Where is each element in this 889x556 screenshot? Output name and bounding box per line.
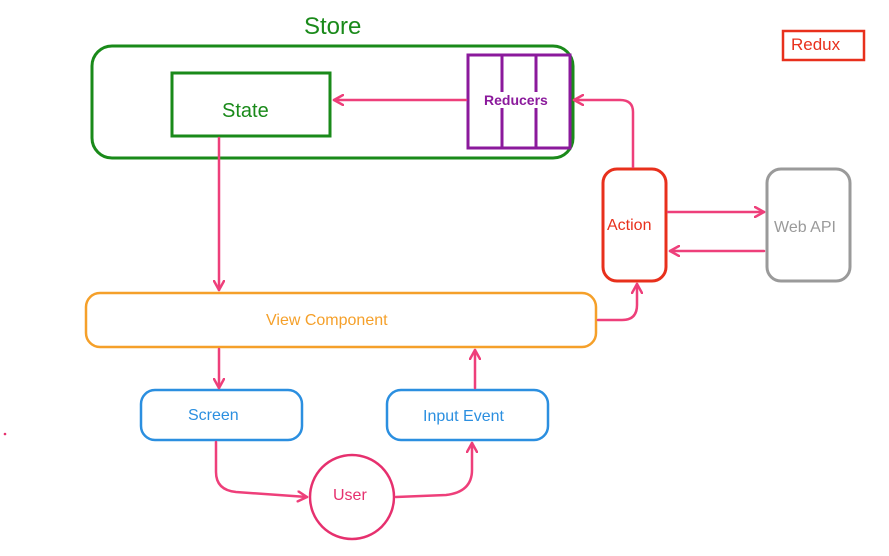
- arrow-action-to-reducers: [572, 100, 635, 169]
- input-event-label: Input Event: [423, 408, 504, 425]
- redux-badge-label: Redux: [791, 35, 841, 54]
- view-component-label: View Component: [266, 312, 388, 329]
- view-component-box: [84, 291, 598, 349]
- web-api-box: [765, 167, 852, 283]
- stray-dot: [3, 432, 7, 436]
- user-label: User: [333, 487, 367, 504]
- arrow-view-to-action: [596, 282, 637, 322]
- screen-box: [139, 388, 304, 442]
- web-api-label: Web API: [774, 219, 836, 236]
- reducers-label: Reducers: [483, 92, 549, 108]
- input-event-box: [385, 388, 550, 442]
- action-box: [601, 167, 668, 283]
- arrow-user-to-input-event: [394, 441, 472, 499]
- state-label: State: [222, 100, 269, 122]
- user-circle: [308, 453, 396, 541]
- screen-label: Screen: [188, 407, 239, 424]
- action-label: Action: [607, 217, 652, 234]
- store-label: Store: [304, 13, 362, 40]
- state-box: [170, 71, 332, 138]
- arrow-screen-to-user: [214, 440, 309, 497]
- redux-badge-box: [781, 29, 866, 62]
